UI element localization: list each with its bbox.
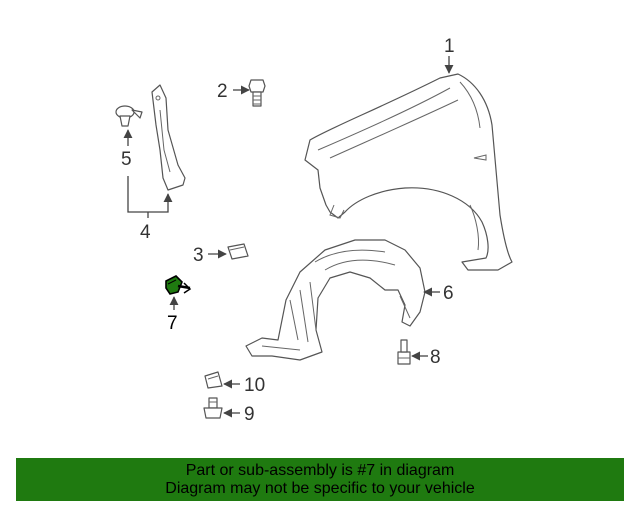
- clip-part-7-highlighted[interactable]: [165, 275, 192, 295]
- fender-liner-part-6[interactable]: [245, 239, 426, 361]
- callout-8: 8: [430, 347, 441, 368]
- leader-4-bracket: [127, 176, 173, 213]
- bracket-part-4[interactable]: [151, 84, 186, 191]
- parts-diagram: 1 2 3 5 4 6: [115, 36, 513, 425]
- callout-1: 1: [444, 36, 455, 57]
- callout-6: 6: [443, 283, 454, 304]
- callout-10: 10: [244, 375, 265, 396]
- callout-7: 7: [167, 313, 178, 334]
- callout-9: 9: [244, 404, 255, 425]
- callout-5: 5: [121, 149, 132, 170]
- notice-banner: Part or sub-assembly is #7 in diagram Di…: [16, 458, 624, 501]
- clip-part-3[interactable]: [227, 243, 249, 260]
- bolt-part-2[interactable]: [248, 79, 266, 107]
- callout-3: 3: [193, 245, 204, 266]
- push-clip-part-5[interactable]: [115, 105, 143, 127]
- clip-nut-part-10[interactable]: [204, 371, 223, 389]
- callout-2: 2: [217, 81, 228, 102]
- banner-line-1: Part or sub-assembly is #7 in diagram: [185, 462, 455, 479]
- screw-part-8[interactable]: [397, 339, 411, 365]
- callout-4: 4: [140, 222, 151, 243]
- fender-part[interactable]: [304, 73, 513, 271]
- banner-line-2: Diagram may not be specific to your vehi…: [165, 480, 475, 497]
- bolt-part-9[interactable]: [203, 397, 223, 419]
